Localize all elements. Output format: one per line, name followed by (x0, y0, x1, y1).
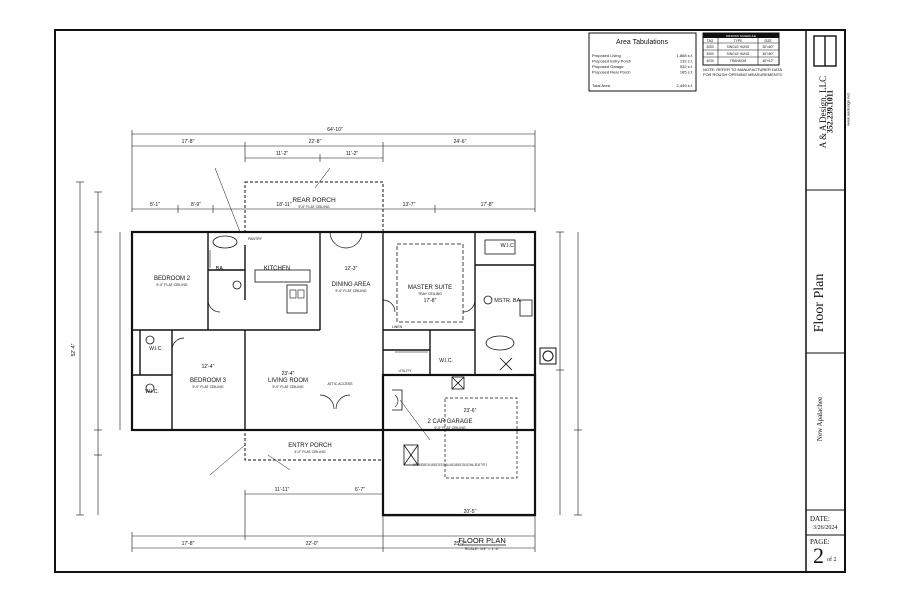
room-master-suite: MASTER SUITE (408, 285, 452, 291)
svg-text:9'-0" FLAT CEILING: 9'-0" FLAT CEILING (294, 450, 325, 454)
plan-scale: SCALE: 1/4" = 1'-0" (465, 546, 500, 551)
room-dining: DINING AREA (332, 282, 371, 288)
dim-top-mid: 22'-8" (309, 139, 322, 145)
svg-text:3050: 3050 (706, 52, 714, 56)
area-row-label-2: Proposed Garage (592, 64, 624, 69)
area-row-value-0: 1,868 s.f. (677, 53, 693, 58)
page-of: of 2 (827, 557, 837, 563)
area-row-label-3: Proposed Rear Porch (592, 70, 630, 75)
window-schedule-note: NOTE: REFER TO MANUFACTURER DATA FOR ROU… (703, 67, 782, 77)
dim-porch-span: 11'-2" (276, 151, 289, 157)
svg-text:3050: 3050 (706, 45, 714, 49)
svg-text:36"x60": 36"x60" (762, 52, 774, 56)
room-hall-wic: W.I.C. (439, 358, 453, 364)
svg-text:TRAY CEILING: TRAY CEILING (418, 292, 442, 296)
company-email: www.aadesign.net (845, 93, 851, 126)
svg-text:9'-0" FLAT CEILING: 9'-0" FLAT CEILING (272, 385, 303, 389)
ws-header-tag: TAG (707, 39, 714, 43)
page-number: 2 (813, 543, 824, 568)
dim-dining-width: 12'-3" (345, 266, 358, 272)
dim-entry-width: 11'-11" (275, 487, 290, 493)
dim-overall-top: 64'-10" (327, 127, 343, 133)
area-row-value-1: 132 s.f. (680, 59, 693, 64)
dim-garage-width: 20'-5" (464, 509, 477, 515)
room-kitchen: KITCHEN (264, 266, 290, 272)
dim-entry-right: 6'-7" (355, 487, 365, 493)
plan-title: FLOOR PLAN (458, 536, 506, 545)
area-total-label: Total Area (592, 83, 611, 88)
ws-header-size: SIZE (764, 39, 772, 43)
dim-living-width: 23'-4" (282, 371, 295, 377)
svg-text:9'-0" FLAT CEILING: 9'-0" FLAT CEILING (298, 205, 329, 209)
company-phone: 352.239.1011 (825, 89, 835, 134)
garage-gypsum-note: GYPSUM BOARD ON GARAGE SIDE OF WALL AND … (413, 463, 487, 467)
area-row-label-0: Proposed Living (592, 53, 621, 58)
dim-bottom-right: 25'-2" (454, 541, 467, 547)
room-garage: 2 CAR GARAGE (427, 419, 472, 425)
attic-access-label: ATTIC ACCESS (327, 382, 353, 386)
area-total-value: 2,449 s.f. (677, 83, 693, 88)
dim-master-width: 17'-8" (424, 298, 437, 304)
area-row-value-3: 185 s.f. (680, 70, 693, 75)
dim-left-overall: 52'-4" (71, 343, 77, 356)
room-master-bath: MSTR. BA. (494, 298, 522, 304)
dim-top-right: 24'-6" (454, 139, 467, 145)
dim-upper-d: 17'-8" (481, 202, 494, 208)
date-label: DATE: (810, 515, 830, 523)
svg-text:9'-0" FLAT CEILING: 9'-0" FLAT CEILING (335, 289, 366, 293)
dim-bottom-left: 17'-8" (182, 541, 195, 547)
room-bedroom-2: BEDROOM 2 (154, 276, 191, 282)
svg-text:48"x12": 48"x12" (762, 59, 774, 63)
sheet-title: Floor Plan (812, 273, 827, 333)
dim-bed3-width: 12'-4" (202, 364, 215, 370)
svg-text:9'-0" FLAT CEILING: 9'-0" FLAT CEILING (156, 283, 187, 287)
svg-text:9'-0" FLAT CEILING: 9'-0" FLAT CEILING (192, 385, 223, 389)
room-bed3-wic: W.I.C. (145, 389, 159, 395)
sheet-border (54, 29, 846, 573)
area-row-value-2: 532 s.f. (680, 64, 693, 69)
room-rear-porch: REAR PORCH (292, 197, 336, 204)
dim-garage-depth: 23'-6" (464, 408, 477, 414)
svg-text:TRANSOM: TRANSOM (730, 59, 747, 63)
svg-text:SINGLE HUNG: SINGLE HUNG (727, 45, 750, 49)
room-bedroom-3: BEDROOM 3 (190, 378, 227, 384)
svg-text:9'-0" FLAT CEILING: 9'-0" FLAT CEILING (434, 426, 465, 430)
dim-bottom-mid: 22'-0" (306, 541, 319, 547)
window-schedule-title: WINDOW SCHEDULE (726, 34, 756, 38)
area-table-title: Area Tabulations (616, 39, 669, 46)
room-master-wic: W.I.C. (501, 243, 516, 249)
area-table-box (588, 32, 697, 92)
dim-porch-right: 11'-2" (346, 151, 359, 157)
page-label: PAGE: (810, 538, 830, 546)
dim-upper-a: 8'-1" (150, 202, 160, 208)
dim-porch-mid: 18'-11" (276, 202, 291, 208)
window-schedule-header-bar (703, 33, 779, 38)
linen-label: LINEN (392, 325, 403, 329)
pantry-label: PANTRY (248, 237, 263, 241)
room-bath: BA. (216, 266, 225, 272)
dim-upper-c: 13'-7" (403, 202, 416, 208)
dim-upper-b: 8'-9" (191, 202, 201, 208)
project-name: New Apalachee (816, 396, 824, 442)
ws-header-type: TYPE (734, 39, 743, 43)
svg-text:4030: 4030 (706, 59, 714, 63)
dim-top-left: 17'-8" (182, 139, 195, 145)
area-row-label-1: Proposed Entry Porch (592, 59, 631, 64)
svg-text:SINGLE HUNG: SINGLE HUNG (727, 52, 750, 56)
svg-text:36"x60": 36"x60" (762, 45, 774, 49)
room-entry-porch: ENTRY PORCH (288, 443, 331, 449)
room-bed2-wic: W.I.C. (149, 346, 163, 352)
room-living: LIVING ROOM (268, 378, 308, 384)
date-value: 3/26/2024 (813, 525, 838, 531)
utility-label: UTILITY (398, 369, 412, 373)
